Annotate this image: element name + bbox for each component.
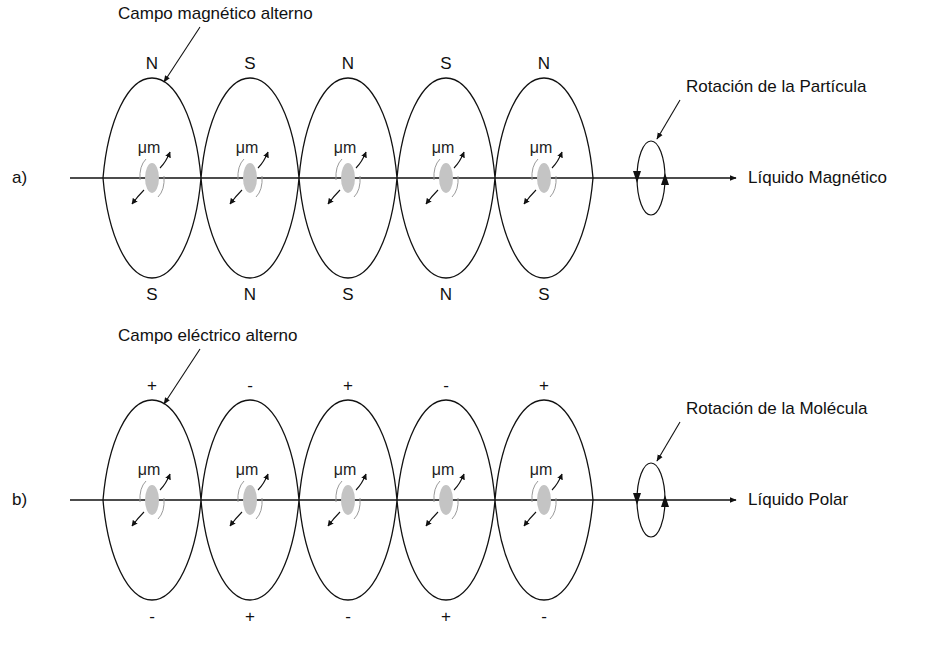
pole-label: + — [343, 376, 353, 396]
panel-letter: b) — [12, 490, 27, 510]
rotation-arrow — [230, 190, 242, 204]
pole-label: - — [247, 376, 253, 396]
pole-label: + — [245, 607, 255, 627]
field-row — [70, 27, 736, 278]
field-lobe: μm — [136, 461, 163, 479]
rotation-arrow — [454, 152, 464, 168]
field-lobe: μm — [528, 461, 555, 479]
axis-label: Líquido Polar — [748, 490, 848, 510]
field-lobe: μm — [234, 461, 261, 479]
rotation-arrow — [552, 152, 562, 168]
pole-label: - — [149, 607, 155, 627]
pole-label: N — [538, 54, 550, 74]
pole-label: + — [539, 376, 549, 396]
particle — [243, 163, 257, 193]
particle — [537, 163, 551, 193]
pole-label: S — [146, 285, 157, 305]
pole-label: S — [342, 285, 353, 305]
pole-label: S — [440, 54, 451, 74]
rotation-arc — [434, 159, 458, 197]
rotation-arrow — [524, 190, 536, 204]
moment-symbol: μm — [530, 139, 553, 156]
field-lobe: μm — [332, 139, 359, 157]
rotation-label: Rotación de la Partícula — [686, 77, 867, 97]
rotation-symbol — [637, 141, 665, 215]
pole-label: - — [541, 607, 547, 627]
rotation-arcs — [140, 159, 556, 197]
rotation-arc — [238, 159, 262, 197]
rotation-head — [633, 171, 641, 183]
field-lobe: μm — [430, 461, 457, 479]
field-title: Campo magnético alterno — [118, 4, 313, 24]
field-lobe: μm — [430, 139, 457, 157]
rotation-head — [661, 173, 669, 185]
rotation-arc — [336, 159, 360, 197]
rotation-arrows — [132, 152, 562, 204]
particle-group — [145, 163, 551, 193]
moment-symbol: μm — [432, 139, 455, 156]
moment-symbol: μm — [236, 139, 259, 156]
field-lobe: μm — [234, 139, 261, 157]
moment-symbol: μm — [334, 139, 357, 156]
field-lobe: μm — [136, 139, 163, 157]
field-lobe: μm — [332, 461, 359, 479]
particle — [439, 163, 453, 193]
rotation-arrow — [356, 152, 366, 168]
pole-label: S — [244, 54, 255, 74]
pole-label: N — [342, 54, 354, 74]
pole-label: N — [146, 54, 158, 74]
rotation-arc — [140, 159, 164, 197]
pole-label: - — [345, 607, 351, 627]
pole-label: N — [440, 285, 452, 305]
moment-symbol: μm — [432, 461, 455, 478]
field-row — [70, 349, 736, 600]
moment-symbol: μm — [138, 461, 161, 478]
rotation-label: Rotación de la Molécula — [686, 399, 867, 419]
pole-label: N — [244, 285, 256, 305]
rotation-arrow — [160, 152, 170, 168]
rotation-arrow — [132, 190, 144, 204]
pole-label: + — [147, 376, 157, 396]
field-lobe: μm — [528, 139, 555, 157]
particle — [341, 163, 355, 193]
moment-symbol: μm — [236, 461, 259, 478]
rotation-arrow — [258, 152, 268, 168]
leader-arrow — [164, 27, 200, 82]
particle — [145, 163, 159, 193]
axis-label: Líquido Magnético — [748, 168, 887, 188]
moment-symbol: μm — [530, 461, 553, 478]
rotation-arrow — [328, 190, 340, 204]
rotation-arc — [532, 159, 556, 197]
moment-symbol: μm — [138, 139, 161, 156]
field-title: Campo eléctrico alterno — [118, 326, 298, 346]
leader-arrow — [657, 100, 680, 139]
pole-label: - — [443, 376, 449, 396]
pole-label: S — [538, 285, 549, 305]
pole-label: + — [441, 607, 451, 627]
moment-symbol: μm — [334, 461, 357, 478]
rotation-arrow — [426, 190, 438, 204]
panel-letter: a) — [12, 168, 27, 188]
